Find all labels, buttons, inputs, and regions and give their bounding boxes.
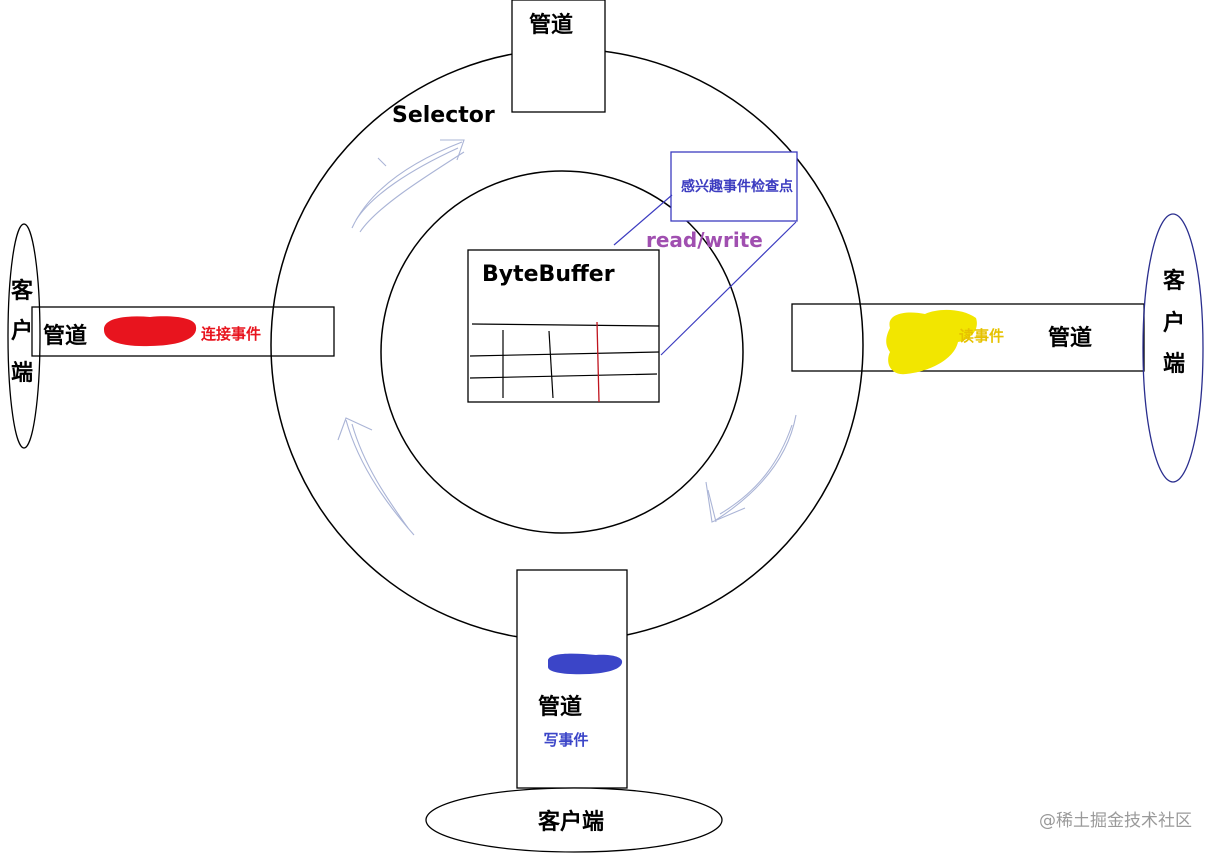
right-event-marker <box>886 309 977 375</box>
bottom-right-arrow-icon <box>705 414 797 523</box>
bottom-pipe: 管道 写事件 <box>516 569 628 789</box>
selector-inner-ring <box>380 170 744 534</box>
right-client-char-1: 客 <box>1163 268 1186 294</box>
rotation-arrows <box>337 139 797 536</box>
bytebuffer: ByteBuffer <box>467 249 660 403</box>
left-client-ellipse <box>7 223 41 449</box>
top-pipe-label: 管道 <box>529 12 573 38</box>
left-pipe: 管道 连接事件 <box>31 306 335 357</box>
interest-check: 感兴趣事件检查点 <box>613 151 798 356</box>
top-pipe-box <box>511 0 606 113</box>
left-client-char-2: 户 <box>11 318 33 344</box>
left-pipe-label: 管道 <box>43 323 87 349</box>
left-event-marker <box>103 316 197 347</box>
bytebuffer-grid <box>469 323 660 399</box>
watermark: @稀土掘金技术社区 <box>1039 811 1192 831</box>
right-pipe-label: 管道 <box>1048 325 1092 351</box>
selector-label: Selector <box>392 103 495 128</box>
bottom-event-label: 写事件 <box>543 731 588 749</box>
interest-check-label: 感兴趣事件检查点 <box>681 178 793 195</box>
bottom-client-ellipse <box>425 787 723 853</box>
bottom-client-label: 客户端 <box>538 809 604 835</box>
interest-connector-left <box>613 194 673 246</box>
left-event-label: 连接事件 <box>201 325 261 343</box>
top-pipe: 管道 <box>511 0 606 113</box>
right-event-label: 读事件 <box>959 327 1004 345</box>
bytebuffer-position-line <box>596 321 600 403</box>
bottom-client: 客户端 <box>425 787 723 853</box>
right-client: 客 户 端 <box>1142 213 1204 483</box>
interest-connector-right <box>660 221 797 356</box>
right-client-char-2: 户 <box>1163 310 1185 336</box>
bytebuffer-label: ByteBuffer <box>482 262 615 287</box>
left-pipe-box <box>31 306 335 357</box>
bottom-pipe-box <box>516 569 628 789</box>
right-client-ellipse <box>1142 213 1204 483</box>
right-pipe-box <box>791 303 1145 372</box>
read-write-label: read/write <box>646 228 763 252</box>
bottom-left-arrow-icon <box>337 417 415 536</box>
bottom-pipe-label: 管道 <box>538 694 582 720</box>
left-client: 客 户 端 <box>7 223 41 449</box>
bottom-event-marker <box>548 653 623 675</box>
right-client-char-3: 端 <box>1163 352 1185 377</box>
right-pipe: 读事件 管道 <box>791 303 1145 375</box>
top-left-arrow-icon <box>351 139 465 233</box>
interest-check-box <box>670 151 798 222</box>
left-client-char-3: 端 <box>11 361 33 386</box>
left-client-char-1: 客 <box>11 278 34 304</box>
